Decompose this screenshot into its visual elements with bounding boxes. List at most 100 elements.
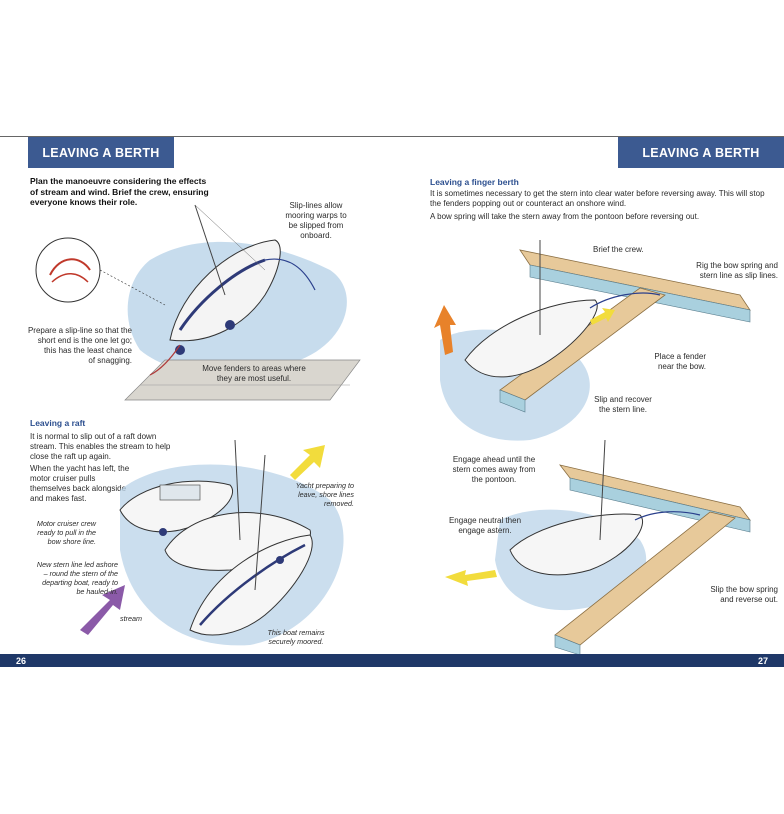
quay: [124, 359, 361, 401]
label-slip-bow: Slip the bow spring and reverse out.: [674, 585, 778, 605]
stream-arrow: [80, 585, 125, 635]
bow-spring: [589, 292, 661, 309]
label-motor-crew: Motor cruiser crew ready to pull in the …: [24, 519, 96, 546]
label-line: This boat remains: [267, 628, 325, 637]
label-line: near the bow.: [657, 362, 706, 371]
label-line: leave, shore lines: [298, 490, 354, 499]
label-line: Engage neutral then: [448, 516, 522, 525]
label-line: Slip and recover: [594, 395, 652, 404]
label-yacht-preparing: Yacht preparing to leave, shore lines re…: [258, 481, 354, 508]
page-number-left: 26: [0, 654, 42, 667]
label-line: Slip-lines allow: [289, 201, 343, 210]
label-line: departing boat, ready to: [42, 578, 118, 587]
label-line: this has the least chance: [43, 346, 132, 355]
fender: [159, 528, 167, 536]
label-new-stern: New stern line led ashore – round the st…: [14, 560, 118, 596]
label-stream: stream: [120, 614, 142, 623]
finger-float: [499, 389, 526, 413]
top-rule: [0, 136, 784, 137]
right-banner-text: LEAVING A BERTH: [642, 145, 760, 160]
hull-stripe: [178, 258, 266, 331]
inset-pointer: [99, 269, 166, 306]
label-line: Slip the bow spring: [710, 585, 778, 594]
text-line: close the raft up again.: [30, 452, 111, 461]
label-line: short end is the one let go;: [37, 336, 132, 345]
label-line: of snagging.: [88, 356, 132, 365]
left-banner-text: LEAVING A BERTH: [42, 145, 160, 160]
label-line: Engage ahead until the: [452, 455, 536, 464]
label-line: removed.: [324, 499, 354, 508]
left-page-bar: [0, 654, 392, 667]
finger-p2: A bow spring will take the stern away fr…: [430, 212, 700, 221]
page-number-right: 27: [742, 654, 784, 667]
inset-circle: [35, 237, 101, 303]
inset-rope: [51, 273, 89, 283]
fender: [276, 556, 284, 564]
text-line: motor cruiser pulls: [30, 474, 96, 483]
inset-rope: [49, 258, 91, 276]
text-line: It is sometimes necessary to get the ste…: [430, 189, 765, 198]
fender: [225, 320, 235, 330]
label-line: be hauled-in.: [76, 587, 118, 596]
label-prepare: Prepare a slip-line so that the short en…: [20, 326, 132, 366]
label-brief: Brief the crew.: [593, 245, 644, 254]
left-banner: LEAVING A BERTH: [28, 137, 174, 168]
raft-p2: When the yacht has left, the motor cruis…: [30, 464, 129, 504]
mooring-warp: [264, 258, 316, 291]
label-line: they are most useful.: [216, 374, 292, 383]
intro-line: of stream and wind. Brief the crew, ensu…: [30, 186, 209, 197]
raft-heading: Leaving a raft: [30, 418, 86, 428]
turn-arrow: [434, 305, 456, 355]
cruiser-cabin: [159, 484, 201, 501]
label-line: – round the stern of the: [43, 569, 118, 578]
label-line: engage astern.: [458, 526, 512, 535]
label-remains: This boat remains securely moored.: [258, 628, 334, 646]
label-line: Prepare a slip-line so that the: [27, 326, 132, 335]
label-line: onboard.: [300, 231, 332, 240]
text-line: It is normal to slip out of a raft down: [30, 432, 157, 441]
label-line: stern comes away from: [452, 465, 536, 474]
intro-line: Plan the manoeuvre considering the effec…: [30, 176, 207, 186]
text-line: the fenders popping out or counteract an…: [430, 199, 627, 208]
yacht: [509, 513, 643, 576]
finger-heading: Leaving a finger berth: [430, 177, 519, 187]
label-line: securely moored.: [268, 637, 324, 646]
text-line: stream. This enables the stream to help: [30, 442, 171, 451]
mast: [599, 439, 606, 541]
mast: [234, 439, 241, 541]
label-line: Motor cruiser crew: [36, 519, 96, 528]
forestay: [194, 204, 266, 271]
label-slip-recover: Slip and recover the stern line.: [588, 395, 658, 415]
hull-stripe: [199, 543, 306, 626]
label-sliplines: Slip-lines allow mooring warps to be sli…: [274, 201, 358, 241]
label-fender: Place a fender near the bow.: [640, 352, 706, 372]
text-line: When the yacht has left, the: [30, 464, 130, 473]
left-intro: Plan the manoeuvre considering the effec…: [30, 176, 209, 208]
label-line: the stern line.: [598, 405, 648, 414]
label-line: mooring warps to: [285, 211, 347, 220]
stern-slipline: [149, 344, 181, 376]
slipline-illustration: [35, 204, 361, 401]
reverse-arrow: [445, 570, 497, 586]
mast: [194, 204, 226, 296]
label-line: the pontoon.: [471, 475, 517, 484]
right-page-bar: [392, 654, 784, 667]
label-line: Yacht preparing to: [295, 481, 354, 490]
finger-berth-illustration-bottom: [445, 439, 752, 656]
raft-p1: It is normal to slip out of a raft down …: [30, 432, 170, 462]
label-line: New stern line led ashore: [36, 560, 118, 569]
label-engage-ahead: Engage ahead until the stern comes away …: [446, 455, 542, 485]
yacht-direction-arrow: [290, 445, 325, 480]
right-banner: LEAVING A BERTH: [618, 137, 784, 168]
label-line: Move fenders to areas where: [202, 364, 306, 373]
label-line: and reverse out.: [720, 595, 778, 604]
label-engage-neutral: Engage neutral then engage astern.: [442, 516, 528, 536]
label-rig: Rig the bow spring and stern line as sli…: [660, 261, 778, 281]
label-line: ready to pull in the: [37, 528, 96, 537]
finger-p1: It is sometimes necessary to get the ste…: [430, 189, 780, 209]
label-line: Place a fender: [654, 352, 706, 361]
text-line: and makes fast.: [30, 494, 87, 503]
label-fenders: Move fenders to areas where they are mos…: [200, 364, 308, 384]
label-line: bow shore line.: [47, 537, 96, 546]
